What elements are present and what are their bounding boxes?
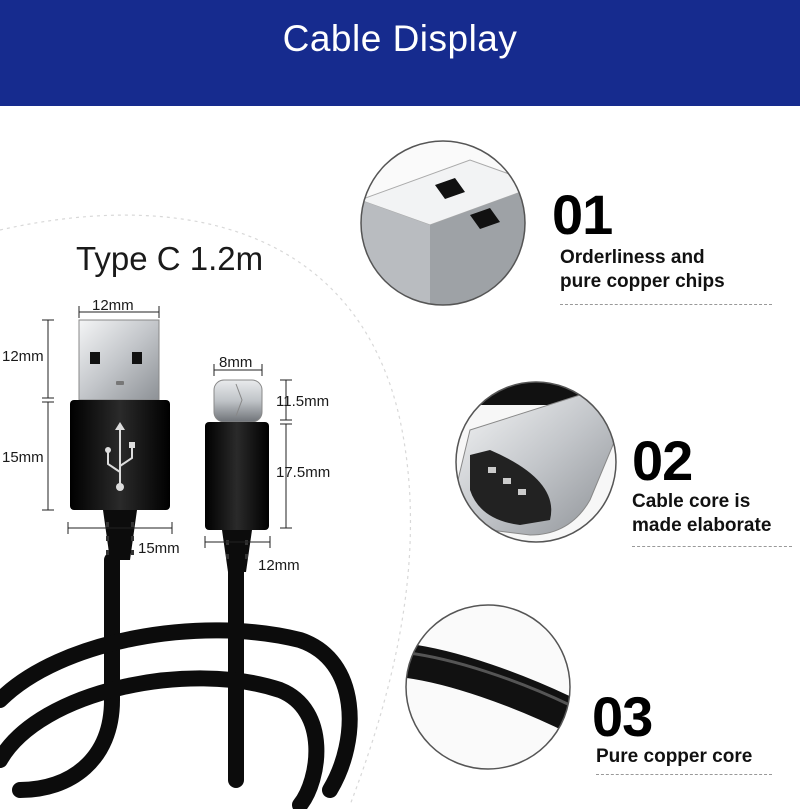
- coiled-cable: [0, 552, 358, 809]
- feature-text-03-line1: Pure copper core: [596, 746, 753, 767]
- divider-01: [560, 304, 772, 305]
- feature-number-03: 03: [592, 685, 653, 748]
- divider-03: [596, 774, 772, 775]
- header-banner: Cable Display: [0, 0, 800, 106]
- feature-text-02-line1: Cable core is: [632, 491, 751, 512]
- typec-body-height-label: 17.5mm: [276, 464, 331, 481]
- dimension-lines: [42, 306, 292, 548]
- usb-a-connector: [70, 319, 170, 560]
- product-title: Type C 1.2m: [76, 240, 264, 277]
- usb-metal-height-label: 12mm: [2, 348, 44, 365]
- page-title: Cable Display: [282, 18, 518, 59]
- typec-width-label: 8mm: [219, 354, 253, 371]
- usb-body-height-label: 15mm: [2, 449, 44, 466]
- feature-text-01: Orderliness and pure copper chips: [560, 246, 725, 294]
- feature-text-02: Cable core is made elaborate: [632, 490, 771, 538]
- usb-body-width-label: 15mm: [138, 540, 180, 557]
- usb-width-label: 12mm: [92, 297, 134, 314]
- feature-text-01-line2: pure copper chips: [560, 271, 725, 292]
- cable-core-closeup: [405, 604, 571, 770]
- feature-text-01-line1: Orderliness and: [560, 247, 705, 268]
- typec-metal-height-label: 11.5mm: [276, 393, 330, 410]
- feature-text-03: Pure copper core: [596, 745, 752, 769]
- typec-connector: [205, 379, 269, 572]
- decorative-dashed-arc: [0, 214, 412, 806]
- typec-neck-label: 12mm: [258, 557, 300, 574]
- feature-number-02: 02: [632, 429, 693, 492]
- feature-text-02-line2: made elaborate: [632, 515, 772, 536]
- feature-number-01: 01: [552, 183, 613, 246]
- usb-a-connector-closeup: [360, 140, 526, 306]
- divider-02: [632, 546, 792, 547]
- usb-icon: [107, 428, 133, 485]
- usb-c-connector-closeup: [455, 381, 617, 543]
